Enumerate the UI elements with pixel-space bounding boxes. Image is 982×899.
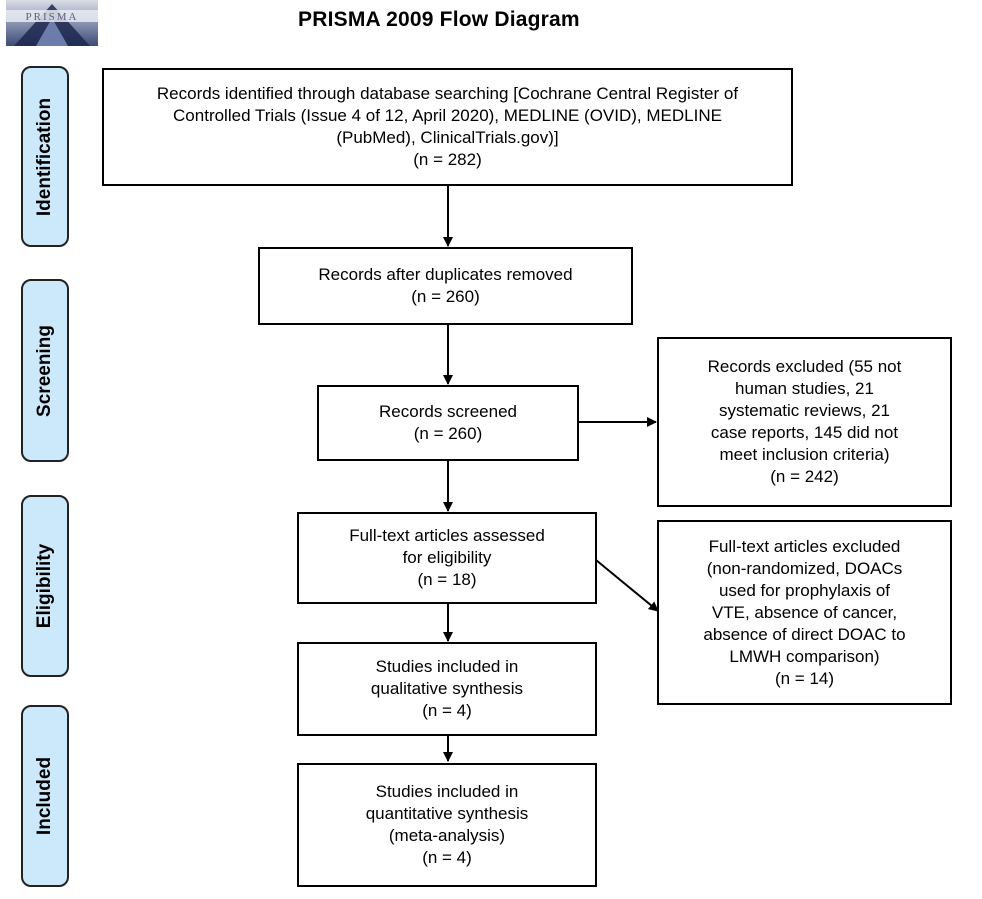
box-records-excluded: Records excluded (55 not human studies, 2… [657, 337, 952, 507]
box-text-line: (meta-analysis) [388, 826, 506, 845]
box-text-line: Studies included in [375, 782, 519, 801]
box-text-line: (n = 4) [422, 701, 472, 720]
box-text-line: case reports, 145 did not [710, 423, 899, 442]
stage-identification: Identification [21, 66, 69, 247]
box-text-line: (n = 18) [417, 570, 477, 589]
diagram-title: PRISMA 2009 Flow Diagram [298, 8, 580, 31]
prisma-logo-text: PRISMA [26, 11, 79, 23]
box-text-line: for eligibility [402, 548, 492, 567]
box-text-line: Controlled Trials (Issue 4 of 12, April … [173, 106, 722, 125]
box-text-line: (non-randomized, DOACs [706, 558, 903, 578]
box-text-line: Records screened [379, 402, 517, 421]
box-text-line: (n = 260) [411, 287, 480, 306]
box-quantitative-synthesis: Studies included in quantitative synthesi… [297, 763, 597, 887]
prisma-logo: PRISMA [6, 0, 98, 46]
box-text-line: systematic reviews, 21 [718, 401, 890, 420]
box-text-line: quantitative synthesis [365, 804, 529, 823]
box-records-screened: Records screened (n = 260) [317, 385, 579, 461]
box-records-deduplicated: Records after duplicates removed (n = 260… [258, 247, 633, 325]
box-fulltext-assessed: Full-text articles assessed for eligibili… [297, 512, 597, 604]
arrow-fulltext-to-fulltext-excluded [595, 559, 659, 612]
box-text-line: (n = 282) [413, 150, 482, 169]
box-fulltext-excluded: Full-text articles excluded(non-randomiz… [657, 520, 952, 705]
box-text-line: Full-text articles assessed [349, 526, 545, 545]
stage-screening: Screening [21, 279, 69, 462]
box-text-line: (n = 14) [774, 668, 835, 688]
box-text-line: VTE, absence of cancer, [711, 602, 898, 622]
box-records-identified: Records identified through database sear… [102, 68, 793, 186]
box-text-line: Studies included in [375, 657, 519, 676]
box-text-line: LMWH comparison) [729, 646, 880, 666]
box-text-line: meet inclusion criteria) [719, 445, 890, 464]
box-text-line: (PubMed), ClinicalTrials.gov)] [336, 128, 559, 147]
box-text-line: absence of direct DOAC to [703, 624, 906, 644]
box-text-line: Records excluded (55 not [707, 357, 902, 376]
box-text-line: (n = 242) [770, 467, 839, 486]
box-text-line: Full-text articles excluded [708, 536, 901, 556]
stage-included: Included [21, 705, 69, 887]
box-text-line: (n = 4) [422, 848, 472, 867]
box-text-line: Records identified through database sear… [156, 84, 739, 103]
prisma-logo-graphic: PRISMA [6, 0, 98, 46]
box-text-line: human studies, 21 [735, 379, 874, 398]
stage-eligibility: Eligibility [21, 495, 69, 677]
box-text-line: (n = 260) [413, 424, 483, 443]
box-text-line: used for prophylaxis of [718, 580, 891, 600]
box-qualitative-synthesis: Studies included in qualitative synthesis… [297, 642, 597, 736]
box-text-line: qualitative synthesis [370, 679, 524, 698]
box-text-line: Records after duplicates removed [318, 265, 573, 284]
